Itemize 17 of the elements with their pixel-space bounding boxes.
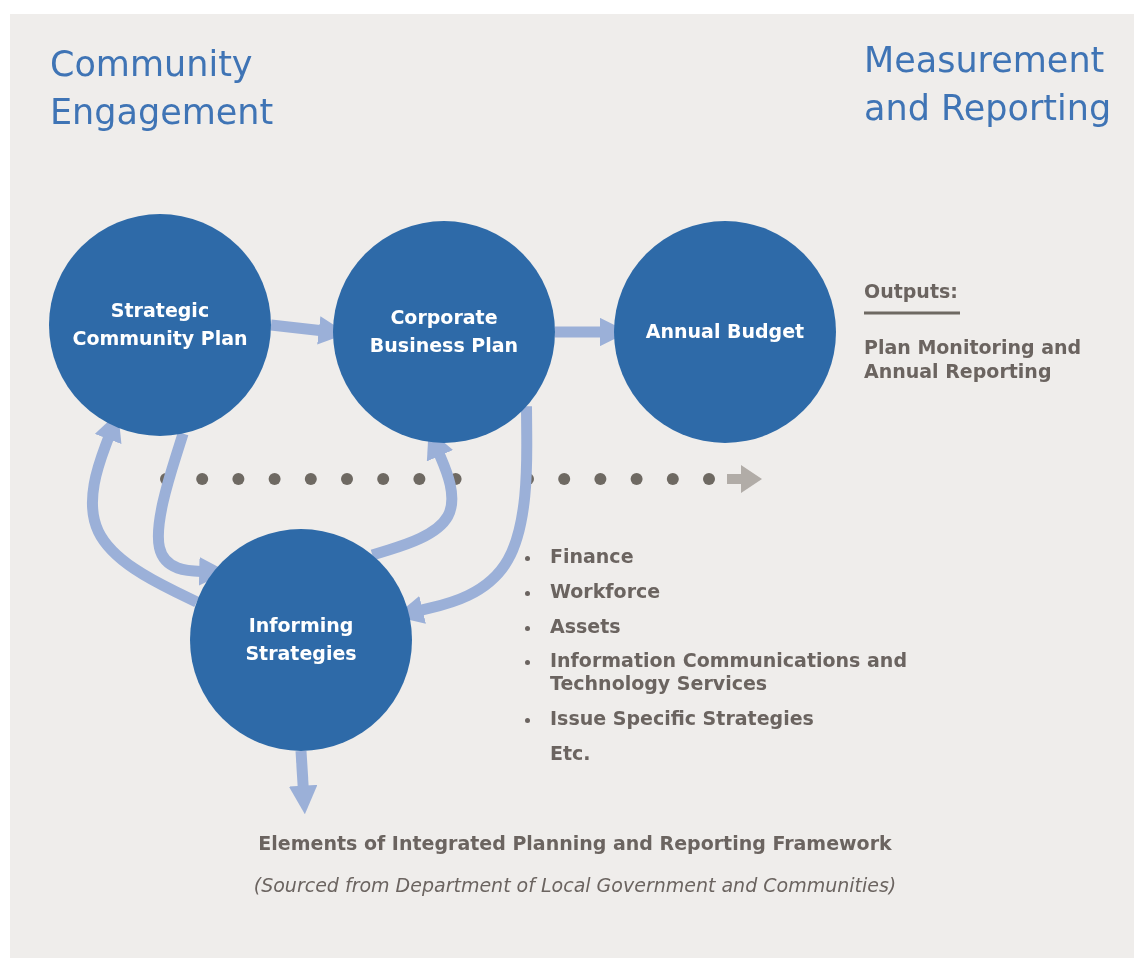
list-item: Etc.: [550, 742, 592, 766]
node-label: Annual Budget: [644, 319, 806, 345]
outputs-heading: Outputs:: [864, 280, 959, 304]
source-note: (Sourced from Department of Local Government and Communities): [252, 874, 898, 897]
list-item: Issue Specific Strategies: [550, 707, 815, 731]
list-item: Assets: [550, 615, 622, 639]
outputs-text: Plan Monitoring and Annual Reporting: [864, 336, 1083, 384]
arrow: [288, 750, 318, 815]
caption: Elements of Integrated Planning and Reporting Framework: [257, 832, 893, 854]
section-heading: Community Engagement: [50, 43, 275, 135]
list-item: Workforce: [550, 580, 662, 604]
node-label: Corporate Business Plan: [368, 305, 520, 358]
list-item: Information Communications and Technology Services: [550, 649, 908, 695]
list-item: Finance: [550, 545, 635, 569]
node-label: Informing Strategies: [244, 613, 358, 666]
node-label: Strategic Community Plan: [71, 298, 249, 351]
section-heading: Measurement and Reporting: [864, 39, 1113, 131]
